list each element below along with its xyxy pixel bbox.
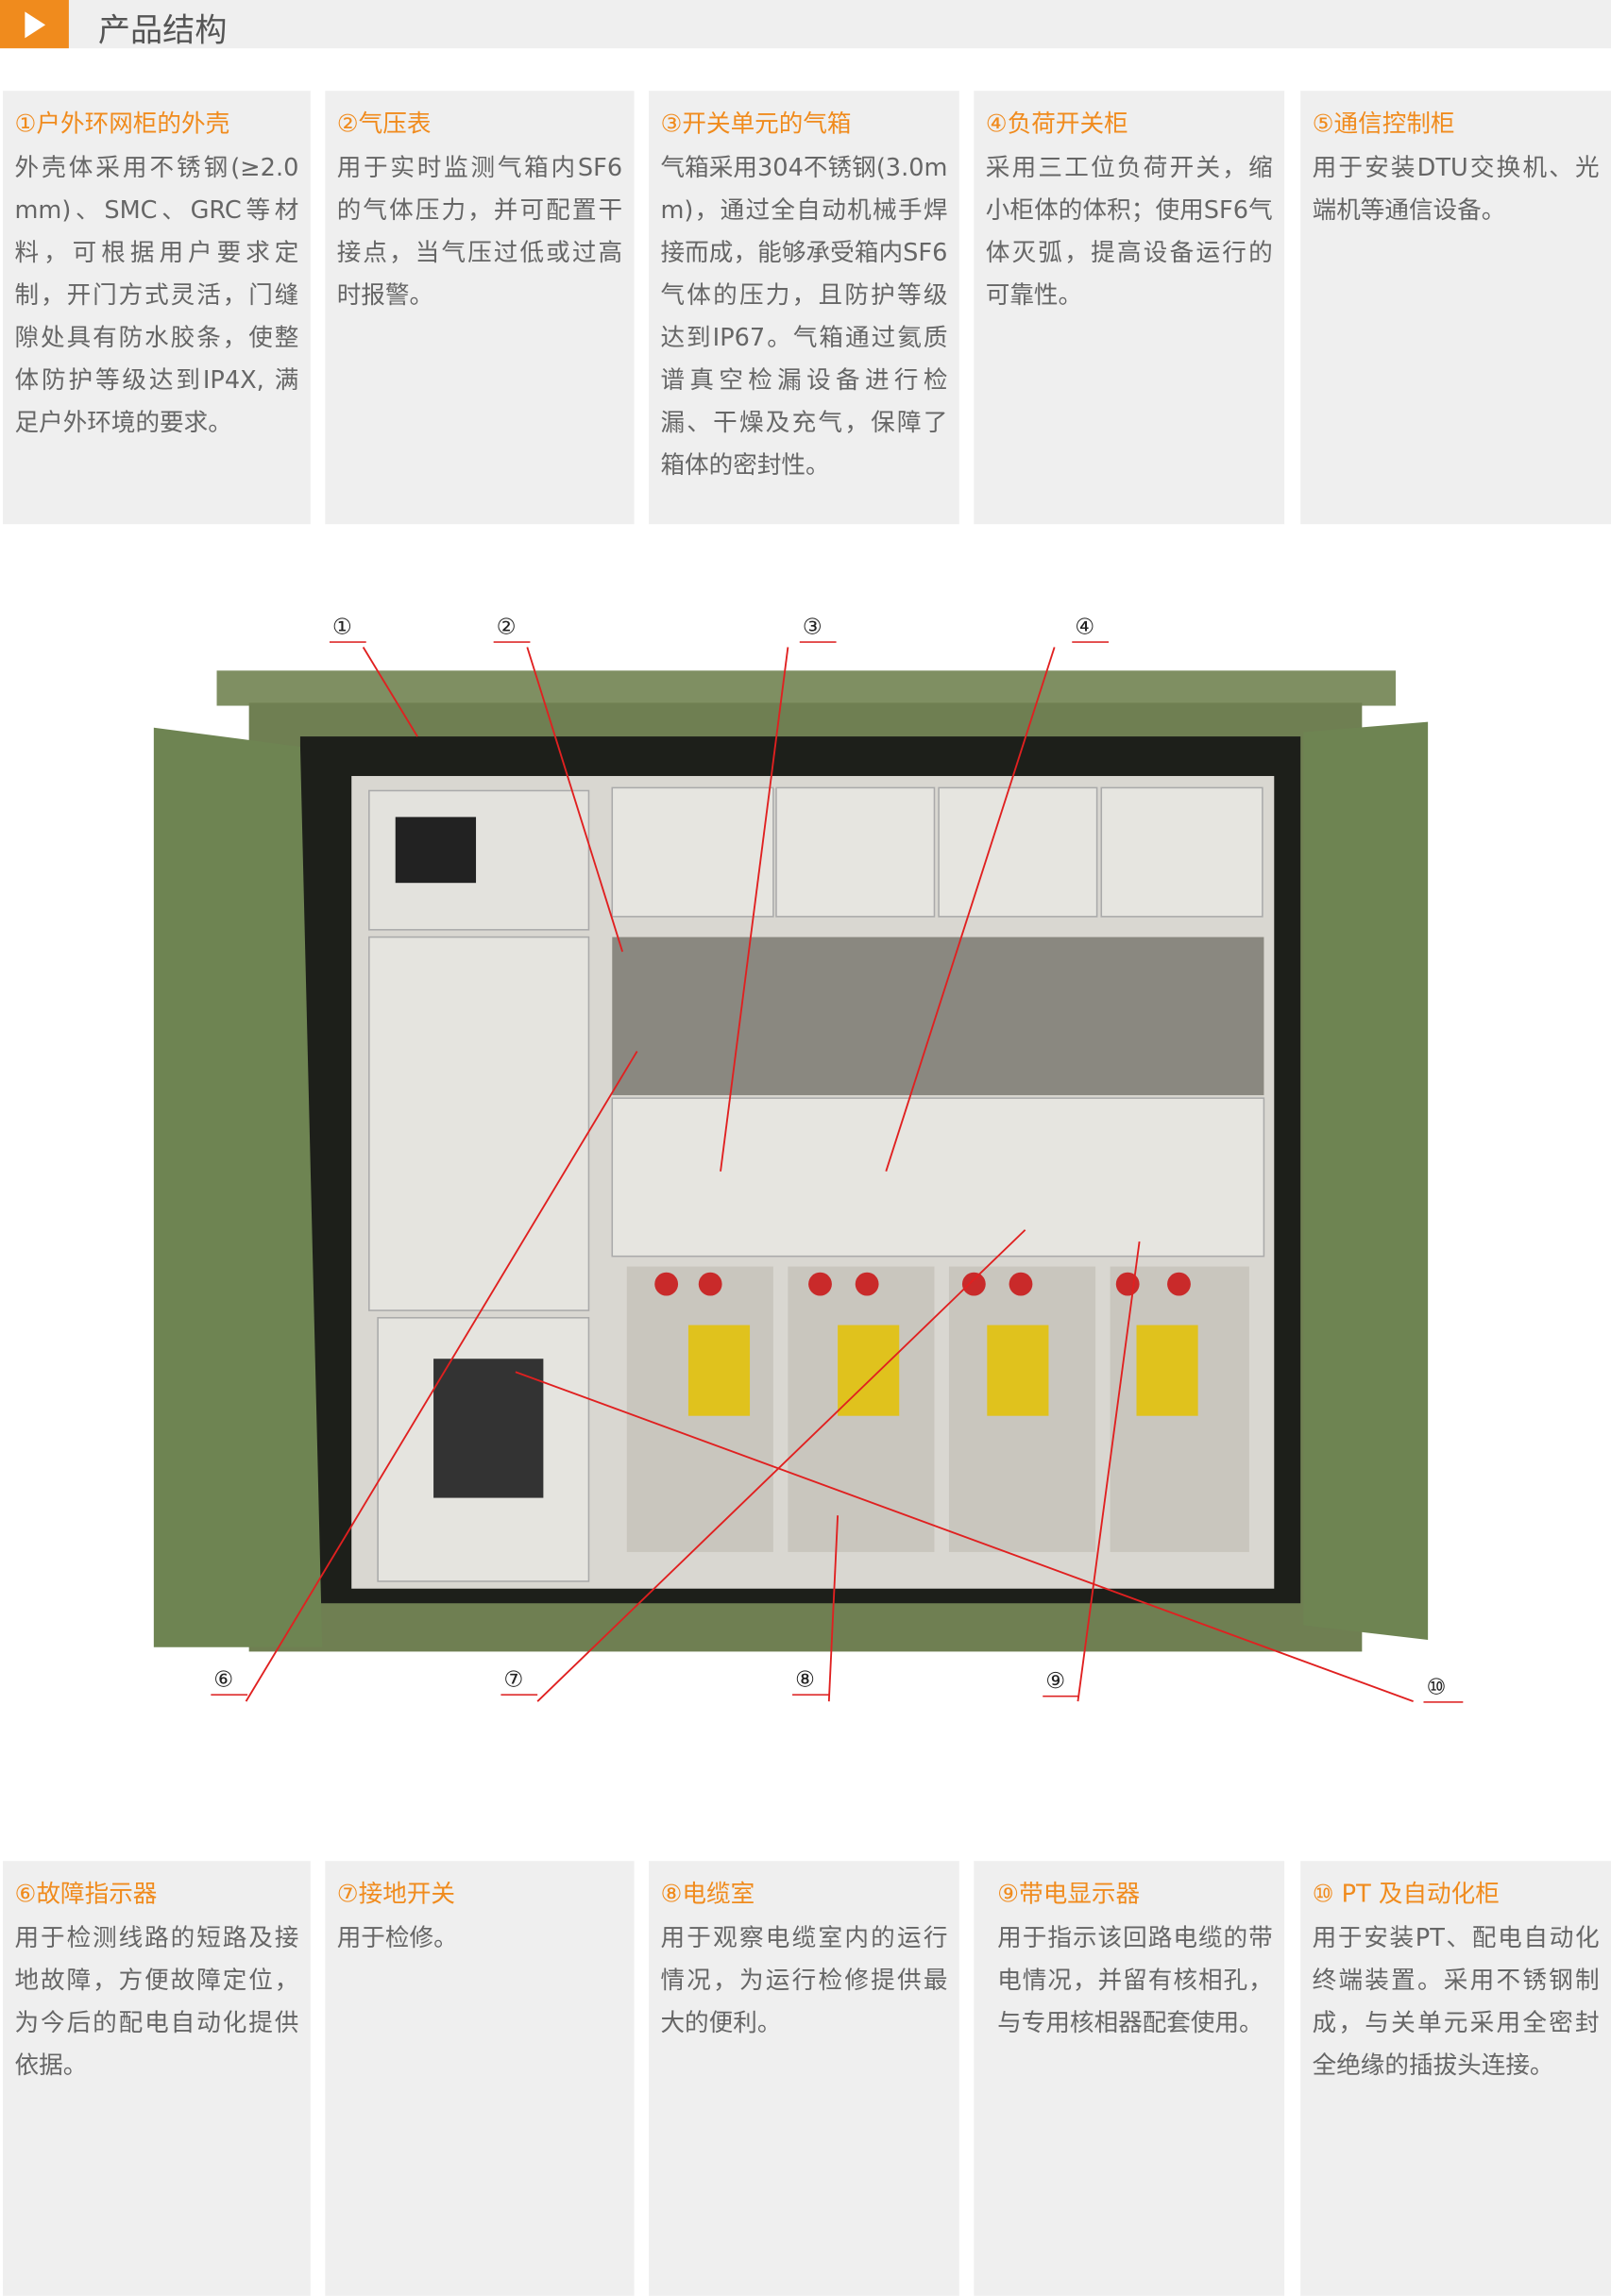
card-title: ⑦接地开关 [336, 1880, 456, 1908]
callout-3: ③ [799, 615, 838, 643]
callout-10: ⑩ [1423, 1674, 1465, 1703]
callout-1: ① [329, 615, 367, 643]
card-title: ⑥故障指示器 [14, 1880, 158, 1908]
info-card-cable-room: ⑧电缆室用于观察电缆室内的运行情况，为运行检修提供最大的便利。 [649, 1861, 959, 2296]
card-text: 用于指示该回路电缆的带电情况，并留有核相孔，与专用核相器配套使用。 [997, 1923, 1273, 2037]
info-card-gas-box: ③开关单元的气箱气箱采用304不锈钢(3.0mm)，通过全自动机械手焊接而成，能… [649, 91, 959, 525]
play-icon [0, 0, 69, 49]
info-card-fault-indicator: ⑥故障指示器用于检测线路的短路及接地故障，方便故障定位，为今后的配电自动化提供依… [3, 1861, 311, 2296]
info-card-load-switch: ④负荷开关柜采用三工位负荷开关，缩小柜体的体积；使用SF6气体灭弧，提高设备运行… [974, 91, 1285, 525]
section-title: 产品结构 [97, 12, 228, 50]
callout-6: ⑥ [211, 1667, 248, 1696]
card-text: 用于安装DTU交换机、光端机等通信设备。 [1312, 153, 1600, 225]
card-title: ②气压表 [336, 110, 432, 138]
info-card-comm: ⑤通信控制柜用于安装DTU交换机、光端机等通信设备。 [1300, 91, 1611, 525]
card-text: 用于实时监测气箱内SF6的气体压力，并可配置干接点，当气压过低或过高时报警。 [336, 153, 623, 310]
card-text: 采用三工位负荷开关，缩小柜体的体积；使用SF6气体灭弧，提高设备运行的可靠性。 [985, 153, 1273, 310]
card-title: ⑤通信控制柜 [1312, 110, 1455, 138]
card-text: 外壳体采用不锈钢(≥2.0mm)、SMC、GRC等材料，可根据用户要求定制，开门… [14, 153, 299, 437]
card-title: ⑨带电显示器 [997, 1880, 1141, 1908]
ring-main-unit-photo [153, 647, 1429, 1703]
card-text: 用于安装PT、配电自动化终端装置。采用不锈钢制成，与关单元采用全密封全绝缘的插拔… [1312, 1923, 1600, 2080]
card-text: 用于检测线路的短路及接地故障，方便故障定位，为今后的配电自动化提供依据。 [14, 1923, 299, 2080]
callout-4: ④ [1072, 615, 1110, 643]
info-card-earthing-switch: ⑦接地开关用于检修。 [325, 1861, 635, 2296]
card-title: ①户外环网柜的外壳 [14, 110, 230, 138]
info-card-pt-cabinet: ⑩ PT 及自动化柜用于安装PT、配电自动化终端装置。采用不锈钢制成，与关单元采… [1300, 1861, 1611, 2296]
card-title: ③开关单元的气箱 [660, 110, 852, 138]
card-text: 用于检修。 [336, 1923, 458, 1952]
info-card-gauge: ②气压表用于实时监测气箱内SF6的气体压力，并可配置干接点，当气压过低或过高时报… [325, 91, 635, 525]
callout-2: ② [493, 615, 532, 643]
callout-8: ⑧ [792, 1667, 830, 1696]
section-header: 产品结构 [0, 0, 1611, 50]
callout-9: ⑨ [1043, 1668, 1080, 1697]
card-text: 用于观察电缆室内的运行情况，为运行检修提供最大的便利。 [660, 1923, 948, 2037]
card-text: 气箱采用304不锈钢(3.0mm)，通过全自动机械手焊接而成，能够承受箱内SF6… [660, 153, 948, 480]
info-card-live-indicator: ⑨带电显示器用于指示该回路电缆的带电情况，并留有核相孔，与专用核相器配套使用。 [974, 1861, 1285, 2296]
card-title: ⑧电缆室 [660, 1880, 755, 1908]
info-card-shell: ①户外环网柜的外壳外壳体采用不锈钢(≥2.0mm)、SMC、GRC等材料，可根据… [3, 91, 311, 525]
callout-7: ⑦ [500, 1667, 538, 1696]
card-title: ④负荷开关柜 [985, 110, 1128, 138]
card-title: ⑩ PT 及自动化柜 [1312, 1880, 1500, 1908]
